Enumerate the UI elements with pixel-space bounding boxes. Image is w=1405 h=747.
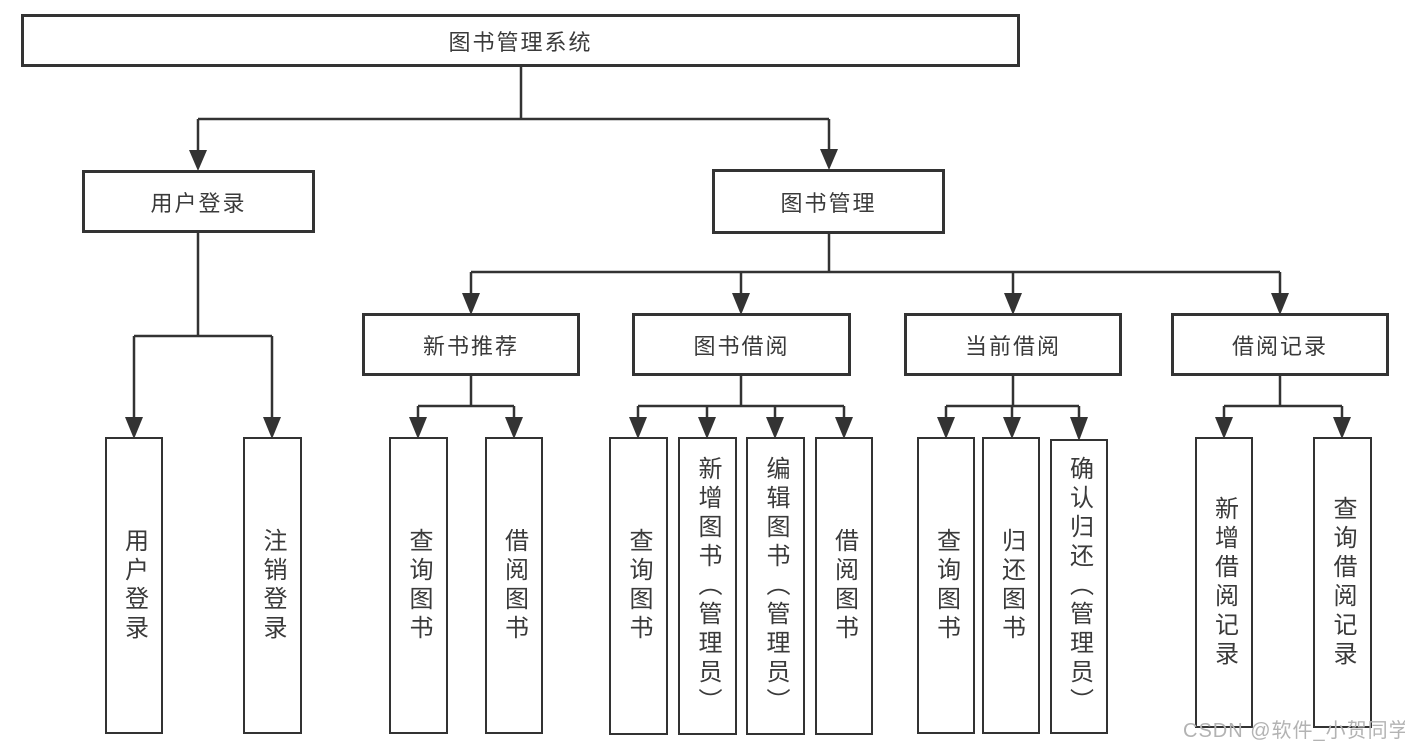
leaf-current-return-books-label: 归还图书 xyxy=(997,527,1025,644)
leaf-borrow-borrow-books: 借阅图书 xyxy=(815,437,873,735)
leaf-newrec-query-books: 查询图书 xyxy=(389,437,448,734)
node-borrow-record: 借阅记录 xyxy=(1171,313,1389,376)
leaf-borrow-edit-books-admin: 编辑图书（管理员） xyxy=(746,437,805,735)
leaf-current-confirm-return-admin: 确认归还（管理员） xyxy=(1050,439,1108,734)
connector-record-to-leaves xyxy=(1222,376,1344,419)
node-new-book-recommend: 新书推荐 xyxy=(362,313,580,376)
node-book-management-label: 图书管理 xyxy=(780,190,877,216)
leaf-borrow-borrow-books-label: 借阅图书 xyxy=(830,528,858,644)
leaf-borrow-add-books-admin: 新增图书（管理员） xyxy=(678,437,737,735)
leaf-record-add-label: 新增借阅记录 xyxy=(1210,495,1238,670)
leaf-logout: 注销登录 xyxy=(243,437,302,734)
leaf-borrow-query-books-label: 查询图书 xyxy=(625,528,652,644)
connector-root-to-level1 xyxy=(196,67,831,152)
leaf-borrow-add-books-admin-label: 新增图书（管理员） xyxy=(694,455,721,717)
leaf-newrec-borrow-books: 借阅图书 xyxy=(485,437,543,734)
node-user-login-label: 用户登录 xyxy=(150,190,247,216)
connector-current-to-leaves xyxy=(944,376,1081,419)
leaf-record-query-label: 查询借阅记录 xyxy=(1329,495,1356,670)
connector-bookmgmt-to-level2 xyxy=(469,234,1282,295)
node-book-borrow-label: 图书借阅 xyxy=(693,333,790,359)
connector-borrow-to-leaves xyxy=(636,376,846,419)
leaf-user-login-label: 用户登录 xyxy=(120,527,148,644)
leaf-current-query-books: 查询图书 xyxy=(917,437,975,734)
node-current-borrow: 当前借阅 xyxy=(904,313,1122,376)
leaf-newrec-query-books-label: 查询图书 xyxy=(405,527,432,644)
leaf-record-query: 查询借阅记录 xyxy=(1313,437,1372,728)
node-root-system-label: 图书管理系统 xyxy=(448,29,593,55)
leaf-current-query-books-label: 查询图书 xyxy=(932,527,960,644)
leaf-newrec-borrow-books-label: 借阅图书 xyxy=(500,527,528,644)
leaf-record-add: 新增借阅记录 xyxy=(1195,437,1253,728)
connector-newrec-to-leaves xyxy=(416,376,516,419)
node-user-login: 用户登录 xyxy=(82,170,315,233)
csdn-watermark: CSDN @软件_小贺同学 xyxy=(1183,720,1405,742)
arrowheads xyxy=(125,149,1351,441)
leaf-user-login: 用户登录 xyxy=(105,437,163,734)
leaf-current-return-books: 归还图书 xyxy=(982,437,1040,734)
node-root-system: 图书管理系统 xyxy=(21,14,1020,67)
leaf-logout-label: 注销登录 xyxy=(259,527,286,644)
node-new-book-recommend-label: 新书推荐 xyxy=(422,333,519,359)
leaf-borrow-query-books: 查询图书 xyxy=(609,437,668,735)
node-borrow-record-label: 借阅记录 xyxy=(1231,333,1328,359)
node-book-management: 图书管理 xyxy=(712,169,945,234)
connector-userlogin-to-leaves xyxy=(132,233,274,419)
node-book-borrow: 图书借阅 xyxy=(632,313,851,376)
node-current-borrow-label: 当前借阅 xyxy=(964,333,1061,359)
leaf-borrow-edit-books-admin-label: 编辑图书（管理员） xyxy=(762,455,789,717)
leaf-current-confirm-return-admin-label: 确认归还（管理员） xyxy=(1065,456,1093,717)
